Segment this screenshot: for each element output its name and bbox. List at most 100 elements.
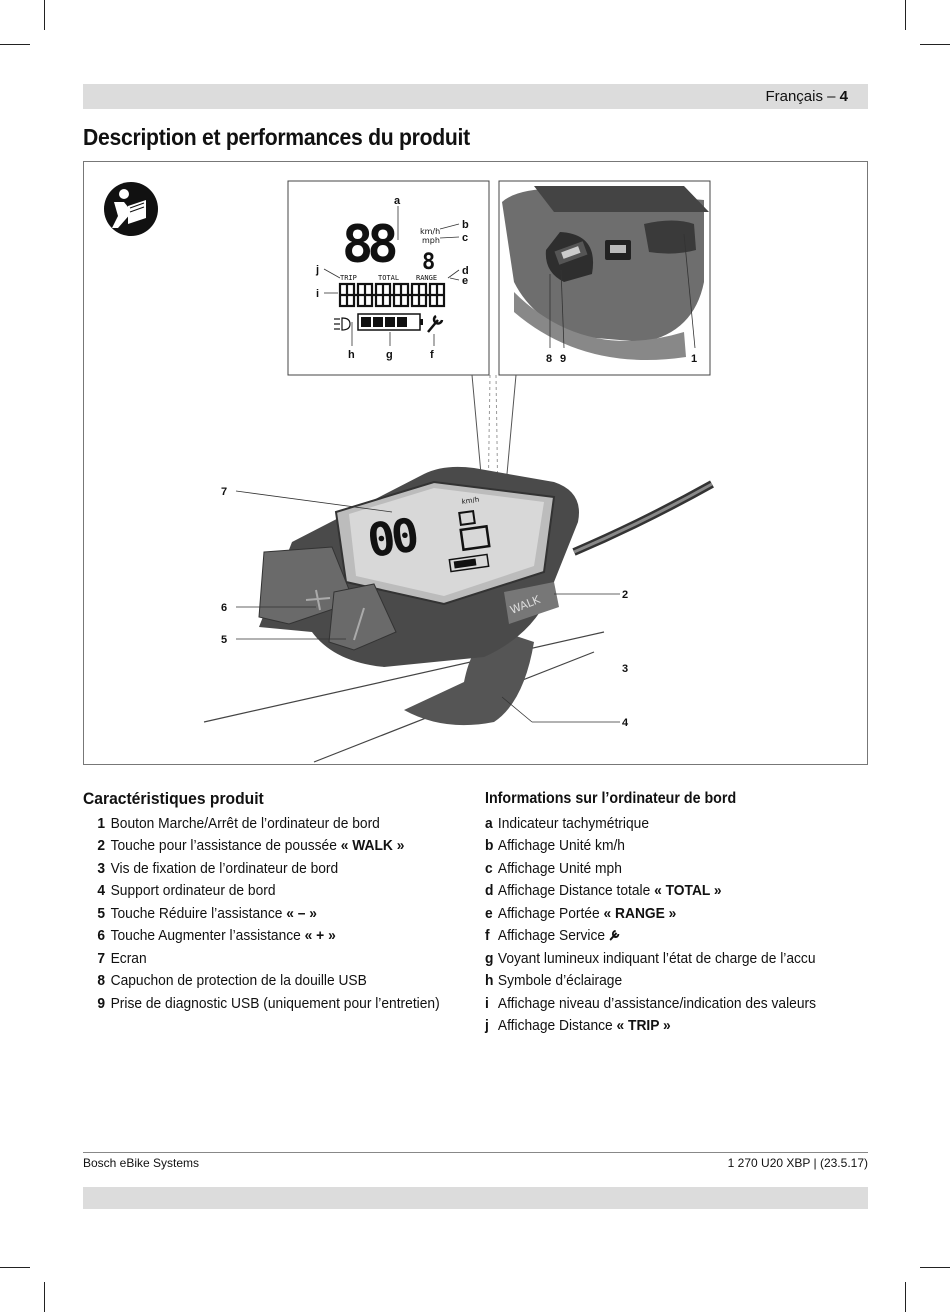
- callout-5: 5: [221, 634, 227, 646]
- item-number: 1: [97, 814, 106, 832]
- crop-mark: [44, 0, 45, 30]
- item-text: Affichage Distance totale: [497, 882, 655, 899]
- read-manual-icon: [104, 182, 158, 236]
- item-letter: b: [485, 837, 494, 854]
- footer-reference: 1 270 U20 XBP | (23.5.17): [727, 1156, 868, 1170]
- item-letter: a: [485, 814, 493, 832]
- item-text: Ecran: [110, 949, 147, 967]
- footer-bar: [83, 1187, 868, 1209]
- wrench-icon: [605, 927, 622, 944]
- crop-mark: [905, 0, 906, 30]
- crop-mark: [44, 1282, 45, 1312]
- item-letter: h: [485, 972, 494, 989]
- callout-b: b: [462, 219, 469, 231]
- callout-g: g: [386, 349, 393, 361]
- item-text: Bouton Marche/Arrêt de l’ordinateur de b…: [110, 814, 380, 832]
- minus-button: [328, 583, 397, 651]
- item-letter: e: [485, 904, 493, 922]
- callout-f: f: [430, 349, 434, 361]
- item-letter: j: [485, 1017, 489, 1034]
- bracket: [404, 632, 534, 726]
- item-number: 2: [97, 837, 106, 854]
- item-number: 6: [97, 927, 106, 944]
- item-number: 9: [97, 994, 106, 1012]
- page-number: 4: [839, 88, 848, 105]
- item-number: 3: [97, 859, 106, 877]
- crop-mark: [905, 1282, 906, 1312]
- decimal-digit: 8: [422, 250, 435, 275]
- item-bold: « WALK »: [340, 837, 405, 854]
- item-text: Symbole d’éclairage: [497, 972, 623, 989]
- item-bold: « TRIP »: [616, 1017, 671, 1034]
- item-bold: « + »: [304, 927, 336, 944]
- callout-7: 7: [221, 486, 227, 498]
- page-label: Français – 4: [765, 88, 848, 105]
- item-bold: « TOTAL »: [654, 882, 722, 899]
- header-bar: Français – 4: [83, 84, 868, 109]
- unit-kmh: km/h: [420, 227, 440, 236]
- separator: –: [822, 88, 840, 105]
- item-letter: f: [485, 927, 490, 944]
- item-text: Indicateur tachymétrique: [497, 814, 650, 832]
- page-title: Description et performances du produit: [83, 124, 470, 150]
- crop-mark: [920, 1267, 950, 1268]
- item-number: 8: [97, 972, 106, 989]
- item-number: 4: [97, 882, 106, 899]
- callout-2: 2: [622, 589, 628, 601]
- features-heading: Caractéristiques produit: [83, 789, 264, 808]
- display-zoom-box: [287, 180, 490, 376]
- info-heading: Informations sur l’ordinateur de bord: [485, 790, 737, 807]
- list-item: j Affichage Distance « TRIP »: [485, 1015, 816, 1038]
- item-text: Affichage Distance: [497, 1017, 617, 1034]
- device-unit: km/h: [461, 496, 480, 506]
- headlight-icon: [334, 317, 351, 331]
- callout-9: 9: [560, 353, 566, 365]
- label-range: RANGE: [416, 274, 437, 282]
- label-total: TOTAL: [378, 274, 399, 282]
- label-trip: TRIP: [340, 274, 357, 282]
- callout-8: 8: [546, 353, 552, 365]
- callout-e: e: [462, 275, 468, 287]
- callout-h: h: [348, 349, 355, 361]
- item-text: Prise de diagnostic USB (uniquement pour…: [110, 994, 440, 1012]
- connector-detail: 8 9 1: [502, 186, 709, 365]
- item-bold: « – »: [286, 904, 317, 922]
- item-letter: c: [485, 859, 493, 877]
- item-text: Touche Augmenter l’assistance: [110, 927, 305, 944]
- product-illustration: 88 8 km/h mph TRIP TOTAL RANGE: [104, 180, 714, 763]
- crop-mark: [0, 44, 30, 45]
- callout-d: d: [462, 265, 469, 277]
- callout-6: 6: [221, 602, 227, 614]
- item-bold: « RANGE »: [603, 904, 677, 922]
- item-text: Touche Réduire l’assistance: [110, 904, 287, 922]
- footer-company: Bosch eBike Systems: [83, 1156, 200, 1170]
- callout-3: 3: [622, 663, 628, 675]
- callout-c: c: [462, 232, 468, 244]
- item-number: 5: [97, 904, 106, 922]
- item-text: Voyant lumineux indiquant l’état de char…: [497, 949, 816, 967]
- callout-1: 1: [691, 353, 697, 365]
- unit-mph: mph: [422, 236, 440, 245]
- item-text: Affichage Unité mph: [497, 859, 622, 877]
- svg-text:00: 00: [364, 508, 420, 568]
- item-text: Affichage niveau d’assistance/indication…: [497, 994, 816, 1012]
- item-letter: i: [485, 994, 489, 1012]
